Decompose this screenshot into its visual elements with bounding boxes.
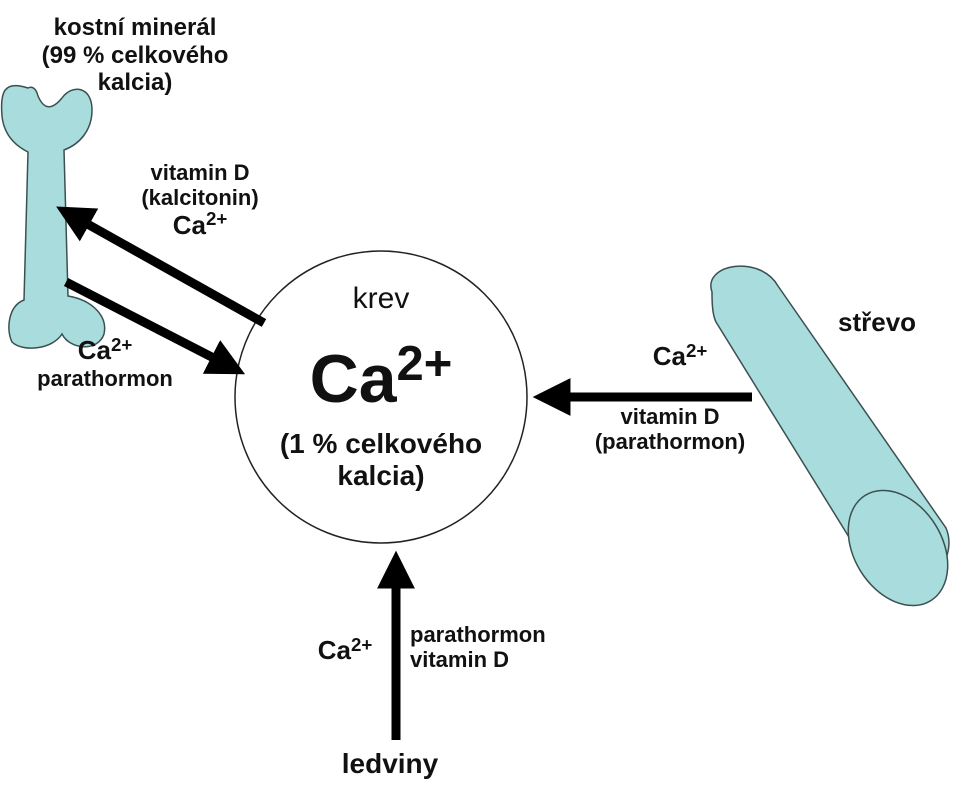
from-bone-ion: Ca2+: [0, 333, 210, 366]
kidney-hormone: parathormon: [410, 622, 546, 647]
bone-shape: [0, 84, 106, 349]
to-bone-label: vitamin D (kalcitonin) Ca2+: [120, 160, 280, 240]
blood-calcium-share: (1 % celkového kalcia): [236, 428, 526, 492]
blood-circle: [234, 250, 528, 544]
arrow-blood-to-bone: [56, 206, 267, 327]
to-bone-hormone: vitamin D: [150, 160, 250, 185]
gut-hormone: (parathormon): [594, 429, 746, 455]
from-bone-hormone: parathormon: [37, 365, 173, 391]
kidney-hormone: vitamin D: [410, 647, 510, 673]
bone-title: kostní minerál (99 % celkového kalcia): [0, 14, 270, 97]
gut-hormone: vitamin D: [620, 404, 720, 429]
blood-label: krev: [352, 282, 410, 315]
ion-charge: 2+: [350, 633, 373, 655]
intestine-shape: [710, 265, 950, 607]
gut-hormones: vitamin D (parathormon): [570, 404, 770, 455]
blood-share-line: kalcia): [337, 460, 425, 492]
from-bone-label: Ca2+ parathormon: [0, 333, 210, 391]
ion-symbol: Ca: [317, 635, 351, 665]
kidney-ion: Ca2+: [290, 633, 400, 666]
to-bone-hormone: (kalcitonin): [141, 185, 259, 211]
arrow-bone-to-blood: [63, 277, 246, 375]
ion-symbol: Ca: [309, 341, 397, 417]
kidney-title: ledviny: [341, 748, 439, 779]
ion-charge: 2+: [110, 333, 133, 355]
bone-title-line: kostní minerál: [53, 14, 217, 41]
blood-calcium-ion: Ca2+: [236, 336, 526, 418]
ion-charge: 2+: [685, 339, 708, 361]
bone-title-line: kalcia): [97, 69, 173, 97]
ion-symbol: Ca: [652, 341, 686, 371]
ion-charge: 2+: [396, 336, 453, 391]
ion-charge: 2+: [205, 208, 228, 230]
kidney-hormones: parathormon vitamin D: [410, 622, 600, 673]
blood-share-line: (1 % celkového: [279, 428, 483, 459]
ion-symbol: Ca: [77, 335, 111, 365]
ion-symbol: Ca: [172, 209, 206, 240]
to-bone-ion: Ca2+: [120, 208, 280, 241]
gut-title: střevo: [838, 307, 917, 337]
gut-ion: Ca2+: [620, 339, 740, 372]
bone-title-line: (99 % celkového: [41, 41, 229, 69]
